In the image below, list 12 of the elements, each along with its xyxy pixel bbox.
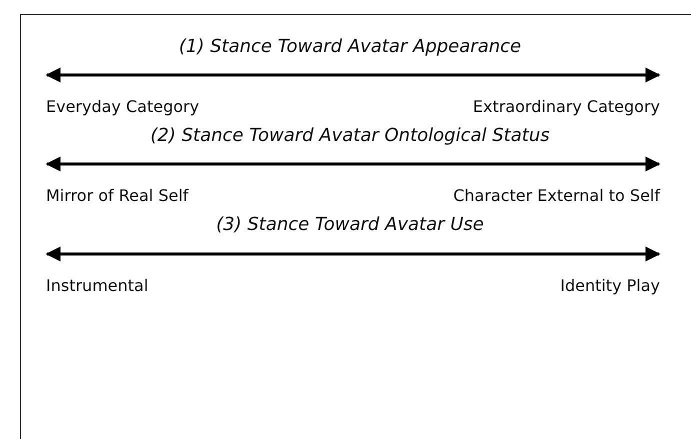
pole-label: Identity Play xyxy=(560,254,660,296)
scale-heading: (3) Stance Toward Avatar Use xyxy=(216,214,484,235)
pole-label: Everyday Category xyxy=(46,75,200,117)
scale-heading: (2) Stance Toward Avatar Ontological Status xyxy=(150,125,550,146)
scale-heading: (1) Stance Toward Avatar Appearance xyxy=(178,36,522,57)
double-headed-arrow xyxy=(46,68,660,82)
pole-label: Character External to Self xyxy=(453,164,660,206)
pole-label: Instrumental xyxy=(46,254,148,296)
double-headed-arrow xyxy=(46,156,660,172)
pole-label: Extraordinary Category xyxy=(472,75,660,117)
pole-label: Mirror of Real Self xyxy=(46,164,188,206)
double-headed-arrow xyxy=(46,246,660,262)
